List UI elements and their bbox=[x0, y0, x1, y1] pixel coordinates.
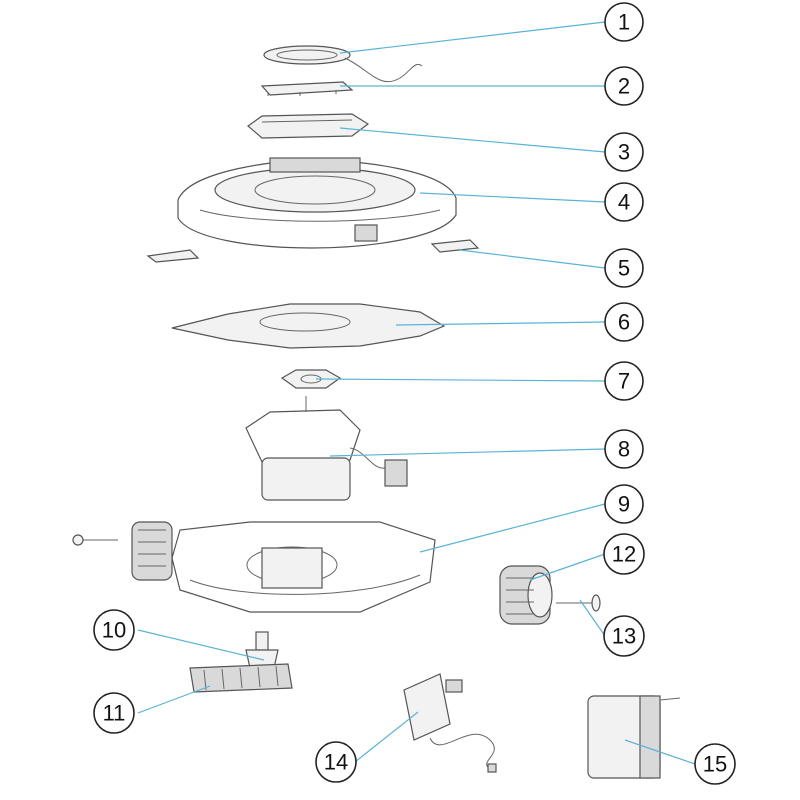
svg-text:2: 2 bbox=[618, 74, 630, 99]
part-14-power-supply bbox=[403, 673, 497, 773]
svg-text:1: 1 bbox=[618, 10, 630, 35]
part-7-impeller bbox=[280, 369, 342, 389]
leader-7 bbox=[315, 378, 606, 382]
leader-12 bbox=[529, 553, 606, 581]
callout-6: 6 bbox=[604, 302, 644, 342]
callout-7: 7 bbox=[604, 361, 644, 401]
leader-14 bbox=[354, 711, 419, 763]
svg-text:3: 3 bbox=[618, 140, 630, 165]
part-11-brush bbox=[189, 663, 293, 693]
part-3-filter-lid bbox=[247, 113, 370, 139]
callout-13: 13 bbox=[603, 615, 645, 657]
svg-text:10: 10 bbox=[102, 618, 126, 643]
callout-4: 4 bbox=[604, 182, 644, 222]
leader-15 bbox=[624, 739, 696, 765]
svg-text:15: 15 bbox=[703, 752, 727, 777]
callout-10: 10 bbox=[93, 609, 135, 651]
svg-text:12: 12 bbox=[612, 542, 636, 567]
leader-6 bbox=[395, 321, 606, 326]
part-4-top-shell bbox=[177, 157, 457, 249]
leader-4 bbox=[419, 192, 606, 203]
svg-text:7: 7 bbox=[618, 369, 630, 394]
svg-text:4: 4 bbox=[618, 190, 630, 215]
svg-text:8: 8 bbox=[618, 437, 630, 462]
svg-text:6: 6 bbox=[618, 310, 630, 335]
part-9-base-chassis bbox=[72, 521, 436, 613]
part-6-middle-plate bbox=[171, 303, 446, 349]
part-10-brush-holder bbox=[245, 631, 279, 669]
leader-11 bbox=[137, 685, 211, 714]
callout-9: 9 bbox=[604, 484, 644, 524]
part-13-axle bbox=[556, 594, 601, 612]
leader-9 bbox=[419, 503, 606, 553]
part-15-battery bbox=[587, 695, 681, 779]
callout-12: 12 bbox=[603, 533, 645, 575]
part-5-clips bbox=[146, 239, 480, 263]
svg-text:5: 5 bbox=[618, 256, 630, 281]
part-12-wheel bbox=[499, 565, 553, 625]
callout-15: 15 bbox=[694, 743, 736, 785]
callout-5: 5 bbox=[604, 248, 644, 288]
svg-text:13: 13 bbox=[612, 624, 636, 649]
svg-text:11: 11 bbox=[103, 701, 126, 726]
part-1-lid-ring bbox=[263, 45, 423, 83]
callout-3: 3 bbox=[604, 132, 644, 172]
leader-3 bbox=[339, 127, 606, 153]
leader-13 bbox=[579, 599, 606, 637]
callout-1: 1 bbox=[604, 2, 644, 42]
callout-11: 11 bbox=[93, 692, 135, 734]
callout-2: 2 bbox=[604, 66, 644, 106]
svg-text:9: 9 bbox=[618, 492, 630, 517]
leader-10 bbox=[137, 629, 265, 661]
part-2-cover-plate bbox=[260, 81, 354, 96]
callout-8: 8 bbox=[604, 429, 644, 469]
callout-14: 14 bbox=[315, 741, 357, 783]
leader-1 bbox=[339, 21, 606, 54]
leader-lines bbox=[137, 21, 696, 765]
leader-8 bbox=[329, 448, 606, 457]
leader-5 bbox=[459, 249, 606, 269]
svg-text:14: 14 bbox=[324, 750, 348, 775]
part-8-motor bbox=[245, 396, 408, 501]
